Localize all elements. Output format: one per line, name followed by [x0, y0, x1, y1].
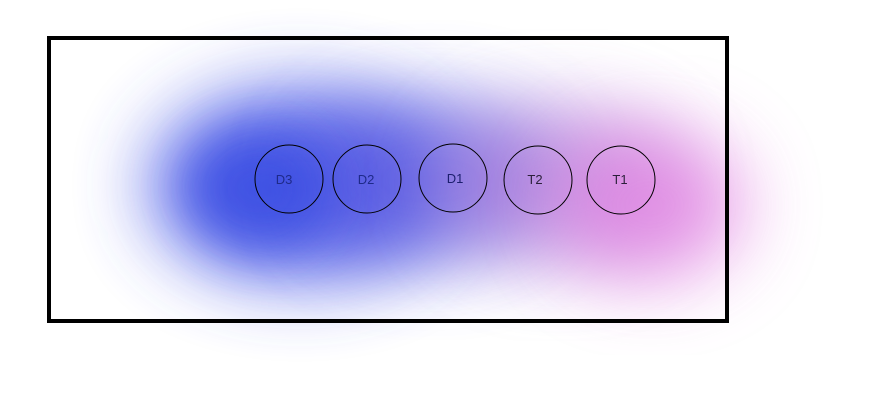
node-label: D3	[276, 172, 293, 187]
node-d2: D2	[332, 144, 402, 214]
node-t2: T2	[503, 145, 573, 215]
node-circle	[332, 144, 402, 214]
node-circle	[418, 143, 488, 213]
node-label: T2	[527, 172, 542, 187]
node-label: D1	[447, 171, 464, 186]
node-d1: D1	[418, 143, 488, 213]
node-circle	[586, 145, 656, 215]
node-label: T1	[612, 172, 627, 187]
node-d3: D3	[254, 144, 324, 214]
node-t1: T1	[586, 145, 656, 215]
frame-rectangle	[47, 36, 729, 323]
node-label: D2	[358, 172, 375, 187]
node-circle	[254, 144, 324, 214]
node-circle	[503, 145, 573, 215]
